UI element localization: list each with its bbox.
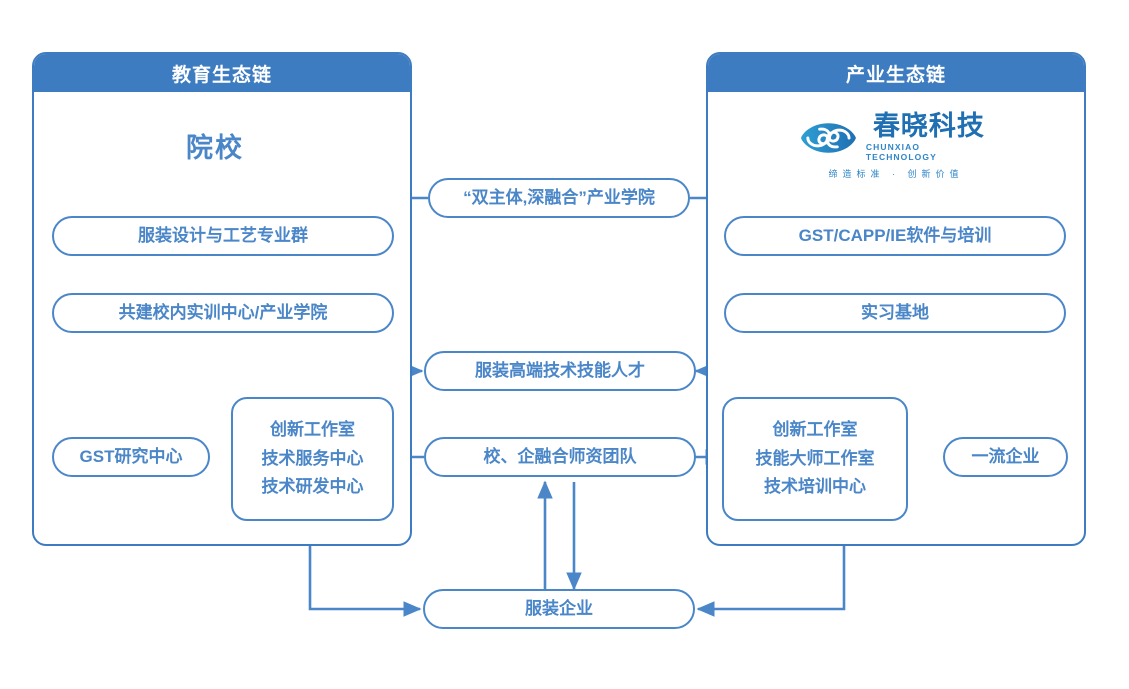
wire-right-innovation-to-garment bbox=[696, 521, 846, 617]
node-right-software-label: GST/CAPP/IE软件与培训 bbox=[798, 225, 992, 245]
node-left-major-label: 服装设计与工艺专业群 bbox=[138, 225, 308, 245]
node-talent-label: 服装高端技术技能人才 bbox=[475, 360, 645, 380]
node-left-innovation-line-1: 创新工作室 bbox=[270, 419, 355, 439]
node-left-innovation-line-3: 技术研发中心 bbox=[261, 477, 364, 497]
node-industry-college[interactable]: “双主体,深融合”产业学院 bbox=[428, 178, 690, 218]
left-section-title: 院校 bbox=[186, 133, 244, 163]
node-garment-enterprise[interactable]: 服装企业 bbox=[423, 589, 695, 629]
node-teacher-team-label: 校、企融合师资团队 bbox=[483, 446, 637, 466]
node-left-training[interactable]: 共建校内实训中心/产业学院 bbox=[52, 293, 394, 333]
node-right-innovation-line-1: 创新工作室 bbox=[772, 419, 858, 439]
node-top-enterprise[interactable]: 一流企业 bbox=[943, 437, 1068, 477]
node-top-enterprise-label: 一流企业 bbox=[971, 446, 1040, 466]
node-left-innovation-line-2: 技术服务中心 bbox=[261, 448, 364, 468]
node-left-major[interactable]: 服装设计与工艺专业群 bbox=[52, 216, 394, 256]
node-right-internship-label: 实习基地 bbox=[861, 302, 929, 322]
node-talent[interactable]: 服装高端技术技能人才 bbox=[424, 351, 696, 391]
logo-name-en: CHUNXIAO TECHNOLOGY bbox=[865, 142, 937, 162]
chunxiao-eye-logo-icon bbox=[800, 122, 856, 153]
node-teacher-team[interactable]: 校、企融合师资团队 bbox=[424, 437, 696, 477]
node-left-training-label: 共建校内实训中心/产业学院 bbox=[118, 302, 328, 322]
node-right-innovation-line-3: 技术培训中心 bbox=[764, 477, 866, 497]
node-right-innovation[interactable]: 创新工作室 技能大师工作室 技术培训中心 bbox=[722, 397, 908, 521]
logo-name-cn: 春晓科技 bbox=[872, 111, 985, 141]
logo-tagline: 缔造标准 · 创新价值 bbox=[828, 169, 964, 179]
node-industry-college-label: “双主体,深融合”产业学院 bbox=[463, 187, 655, 207]
node-gst-center[interactable]: GST研究中心 bbox=[52, 437, 210, 477]
chunxiao-logo: 春晓科技 CHUNXIAO TECHNOLOGY 缔造标准 · 创新价值 bbox=[800, 113, 992, 180]
node-right-innovation-line-2: 技能大师工作室 bbox=[755, 448, 875, 468]
industry-chain-title: 产业生态链 bbox=[708, 54, 1084, 92]
education-chain-title: 教育生态链 bbox=[34, 54, 410, 92]
wire-left-innovation-to-garment bbox=[308, 521, 422, 617]
node-right-internship[interactable]: 实习基地 bbox=[724, 293, 1066, 333]
node-gst-center-label: GST研究中心 bbox=[79, 446, 183, 466]
node-right-software[interactable]: GST/CAPP/IE软件与培训 bbox=[724, 216, 1066, 256]
node-left-innovation[interactable]: 创新工作室 技术服务中心 技术研发中心 bbox=[231, 397, 394, 521]
node-garment-enterprise-label: 服装企业 bbox=[525, 598, 593, 618]
